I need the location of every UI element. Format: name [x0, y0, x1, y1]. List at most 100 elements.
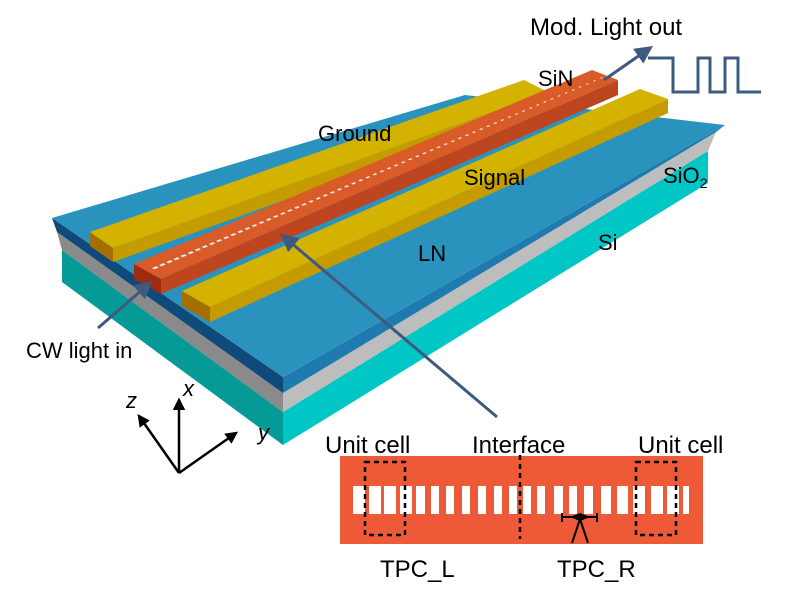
inset-hole	[400, 486, 412, 514]
pc-hole	[223, 236, 230, 240]
inset-hole	[683, 486, 689, 514]
pc-hole	[166, 260, 173, 264]
inset-tpc-interface: Unit cell Interface Unit cell TPC_L TPC_…	[325, 432, 723, 583]
pc-hole	[464, 134, 470, 137]
pc-hole	[514, 113, 519, 115]
si-layer-front-face	[283, 151, 708, 445]
pc-hole	[265, 218, 272, 221]
pc-hole	[336, 188, 343, 191]
pc-hole	[393, 164, 399, 167]
pc-hole	[600, 77, 604, 79]
pc-hole	[294, 206, 300, 209]
pc-hole	[272, 215, 279, 218]
photonic-crystal-holes	[152, 77, 604, 270]
pc-hole	[415, 155, 420, 158]
pc-hole	[301, 203, 307, 206]
x-axis-label: x	[182, 376, 195, 401]
label-unit-cell-left: Unit cell	[325, 432, 410, 459]
inset-hole	[601, 486, 611, 514]
pc-hole	[536, 104, 540, 106]
inset-hole	[478, 486, 486, 514]
label-cw-light-in: CW light in	[26, 338, 132, 363]
sin-waveguide	[134, 70, 618, 294]
y-axis-label: y	[256, 420, 271, 445]
pc-hole	[379, 170, 385, 173]
label-mod-light-out: Mod. Light out	[530, 14, 682, 41]
y-axis-arrow	[178, 431, 239, 475]
label-interface: Interface	[472, 432, 565, 459]
pc-hole	[315, 197, 321, 200]
pc-hole	[322, 194, 328, 197]
label-si: Si	[598, 230, 618, 255]
pc-hole	[201, 245, 209, 249]
pc-hole	[486, 125, 491, 128]
z-axis-arrow	[137, 413, 181, 474]
inset-hole	[494, 486, 502, 514]
pc-hole	[436, 146, 441, 149]
ln-layer-front-face	[283, 125, 725, 393]
pc-hole	[479, 128, 484, 131]
pc-hole	[180, 254, 187, 258]
pc-hole	[472, 131, 477, 134]
inset-hole	[446, 486, 454, 514]
label-signal: Signal	[464, 165, 525, 190]
pc-hole	[173, 257, 180, 261]
pc-hole	[543, 101, 547, 103]
pc-hole	[351, 182, 357, 185]
cw-light-in-arrow	[97, 280, 153, 330]
z-axis-label: z	[125, 388, 137, 413]
mod-light-out-arrow	[603, 45, 653, 82]
pc-hole	[528, 107, 533, 109]
pc-hole	[493, 122, 498, 125]
pc-hole	[329, 191, 336, 194]
inset-pointer-arrow	[280, 233, 498, 419]
pc-hole	[386, 167, 392, 170]
pc-hole	[422, 152, 427, 155]
label-unit-cell-right: Unit cell	[638, 432, 723, 459]
pc-hole	[585, 83, 589, 85]
inset-hole	[633, 486, 645, 514]
inset-hole	[537, 486, 545, 514]
pc-hole	[400, 161, 406, 164]
si-layer-left-face	[62, 250, 283, 445]
sio2-layer-front-face	[283, 132, 716, 412]
unit-cell-left-box	[363, 460, 407, 537]
coordinate-axes: x z y	[125, 376, 271, 475]
pc-hole	[578, 86, 582, 88]
pc-hole	[152, 266, 159, 270]
pc-hole	[358, 179, 364, 182]
inset-hole	[384, 486, 396, 514]
label-sio2: SiO2	[663, 163, 708, 191]
pc-hole	[557, 95, 561, 97]
inset-hole	[523, 486, 531, 514]
pc-hole	[507, 116, 512, 118]
pc-hole	[408, 158, 413, 161]
pc-hole	[194, 248, 202, 252]
pc-hole	[550, 98, 554, 100]
inset-hole	[667, 486, 679, 514]
modulated-signal-waveform	[648, 56, 761, 94]
label-tpc-l: TPC_L	[380, 556, 455, 583]
inset-hole	[569, 486, 577, 514]
pc-hole	[308, 200, 314, 203]
inset-holes	[353, 486, 689, 514]
label-sin: SiN	[538, 66, 573, 91]
pc-hole	[571, 89, 575, 91]
pc-hole	[450, 140, 455, 143]
ln-layer-left-face	[52, 218, 283, 393]
pc-hole	[500, 119, 505, 122]
pc-hole	[244, 227, 251, 231]
pc-hole	[159, 263, 166, 267]
label-tpc-r: TPC_R	[557, 556, 636, 583]
inset-hole	[584, 486, 593, 514]
inset-hole	[353, 486, 365, 514]
inset-hole	[462, 486, 470, 514]
pc-hole	[287, 209, 293, 212]
pc-hole	[258, 221, 265, 224]
label-ln: LN	[418, 241, 446, 266]
sio2-layer-left-face	[57, 232, 283, 412]
unit-cell-right-box	[634, 460, 678, 537]
pc-hole	[592, 80, 596, 82]
pc-hole	[230, 233, 237, 237]
